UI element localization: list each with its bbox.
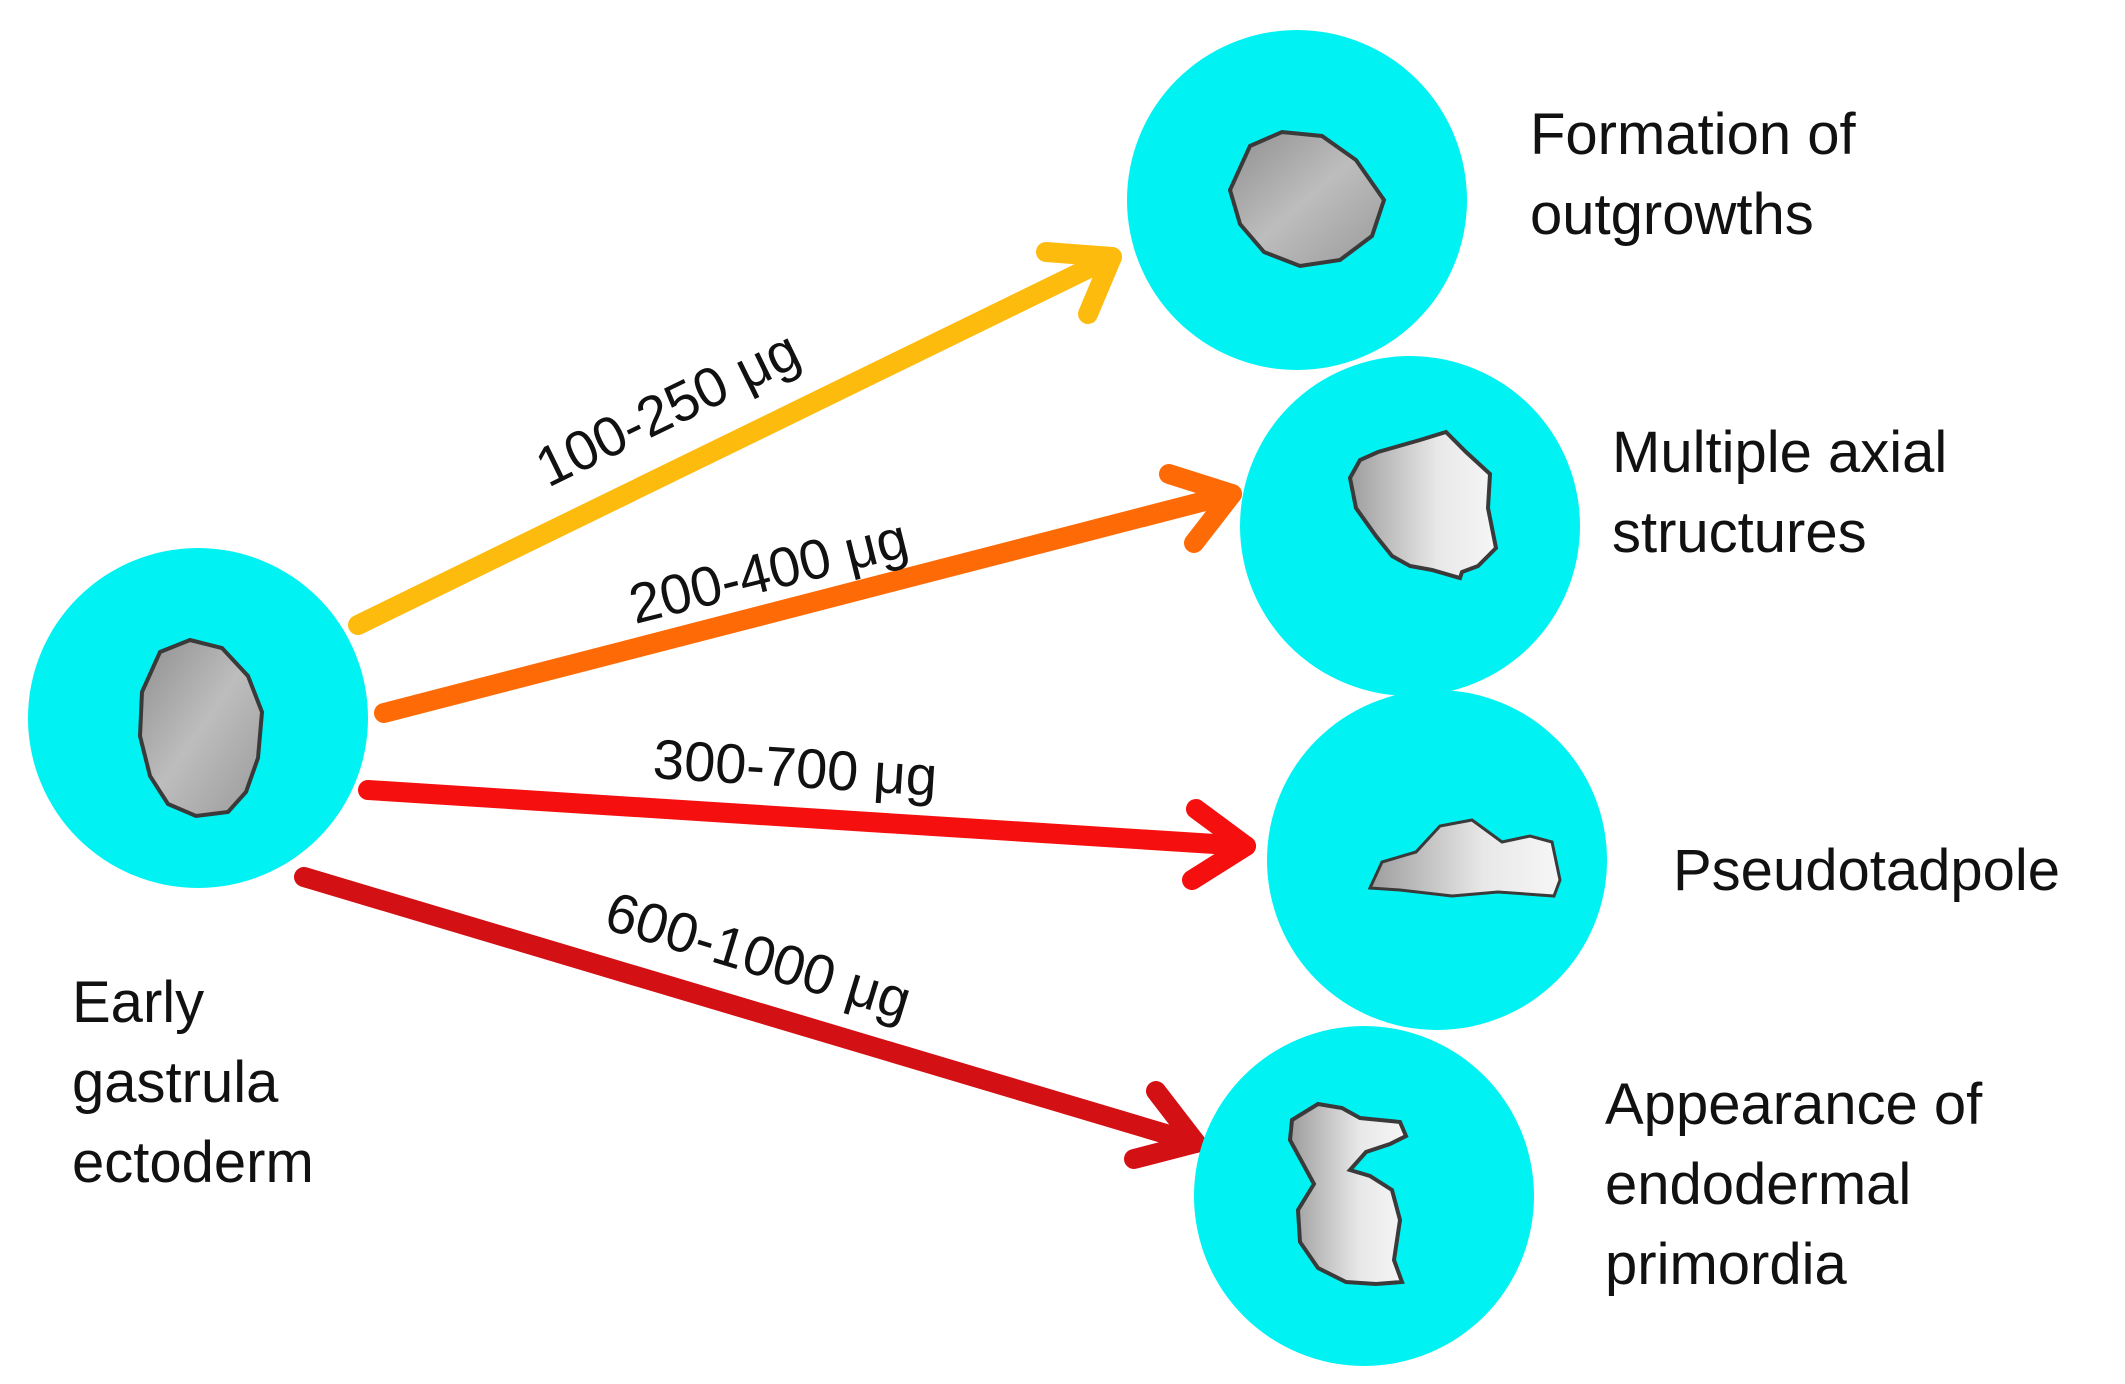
source-label-line: gastrula: [72, 1050, 279, 1115]
outcome-label-line: outgrowths: [1530, 182, 1814, 247]
arrow-shaft: [348, 247, 1122, 635]
outcome-node: [1267, 690, 1607, 1030]
outcome-label-line: Formation of: [1530, 102, 1856, 167]
source-node: [28, 548, 368, 888]
dose-label: 300-700 μg: [651, 727, 939, 808]
outcome-label: Multiple axial structures: [1612, 420, 1963, 565]
arrow-head: [1124, 1081, 1206, 1169]
outcome-label: Formation of outgrowths: [1530, 102, 1872, 247]
source-label-line: ectoderm: [72, 1130, 314, 1195]
arrow-head: [1182, 799, 1256, 890]
arrow-shaft: [358, 780, 1256, 856]
source-tissue-image: [137, 637, 265, 819]
outcome-label-line: Appearance of: [1605, 1072, 1983, 1137]
dose-arrow: [374, 464, 1242, 723]
dose-arrow: [294, 867, 1206, 1169]
arrow-shaft: [374, 484, 1242, 723]
dose-arrow: [348, 242, 1122, 635]
source-label-line: Early: [72, 970, 204, 1035]
outcome-label-line: primordia: [1605, 1232, 1847, 1297]
outcome-label-line: endodermal: [1605, 1152, 1911, 1217]
outcome-tissue-image: [1227, 129, 1387, 269]
dose-arrow: [358, 780, 1256, 890]
outcome-tissue-image: [1347, 429, 1499, 581]
outcome-tissue-image: [1287, 1101, 1409, 1287]
outcome-tissue-image: [1367, 818, 1562, 898]
outcome-label-line: structures: [1612, 500, 1867, 565]
outcome-label-line: Pseudotadpole: [1673, 838, 2060, 903]
arrow-shaft: [294, 867, 1206, 1153]
outcome-node: [1127, 30, 1467, 370]
outcome-label: Pseudotadpole: [1673, 838, 2060, 903]
arrow-head: [1159, 464, 1242, 553]
outcome-label-line: Multiple axial: [1612, 420, 1947, 485]
outcome-node: [1240, 356, 1580, 696]
outcome-label: Appearance of endodermal primordia: [1605, 1072, 1998, 1297]
outcome-node: [1194, 1026, 1534, 1366]
arrow-head: [1036, 242, 1122, 324]
source-label: Early gastrula ectoderm: [72, 970, 314, 1195]
